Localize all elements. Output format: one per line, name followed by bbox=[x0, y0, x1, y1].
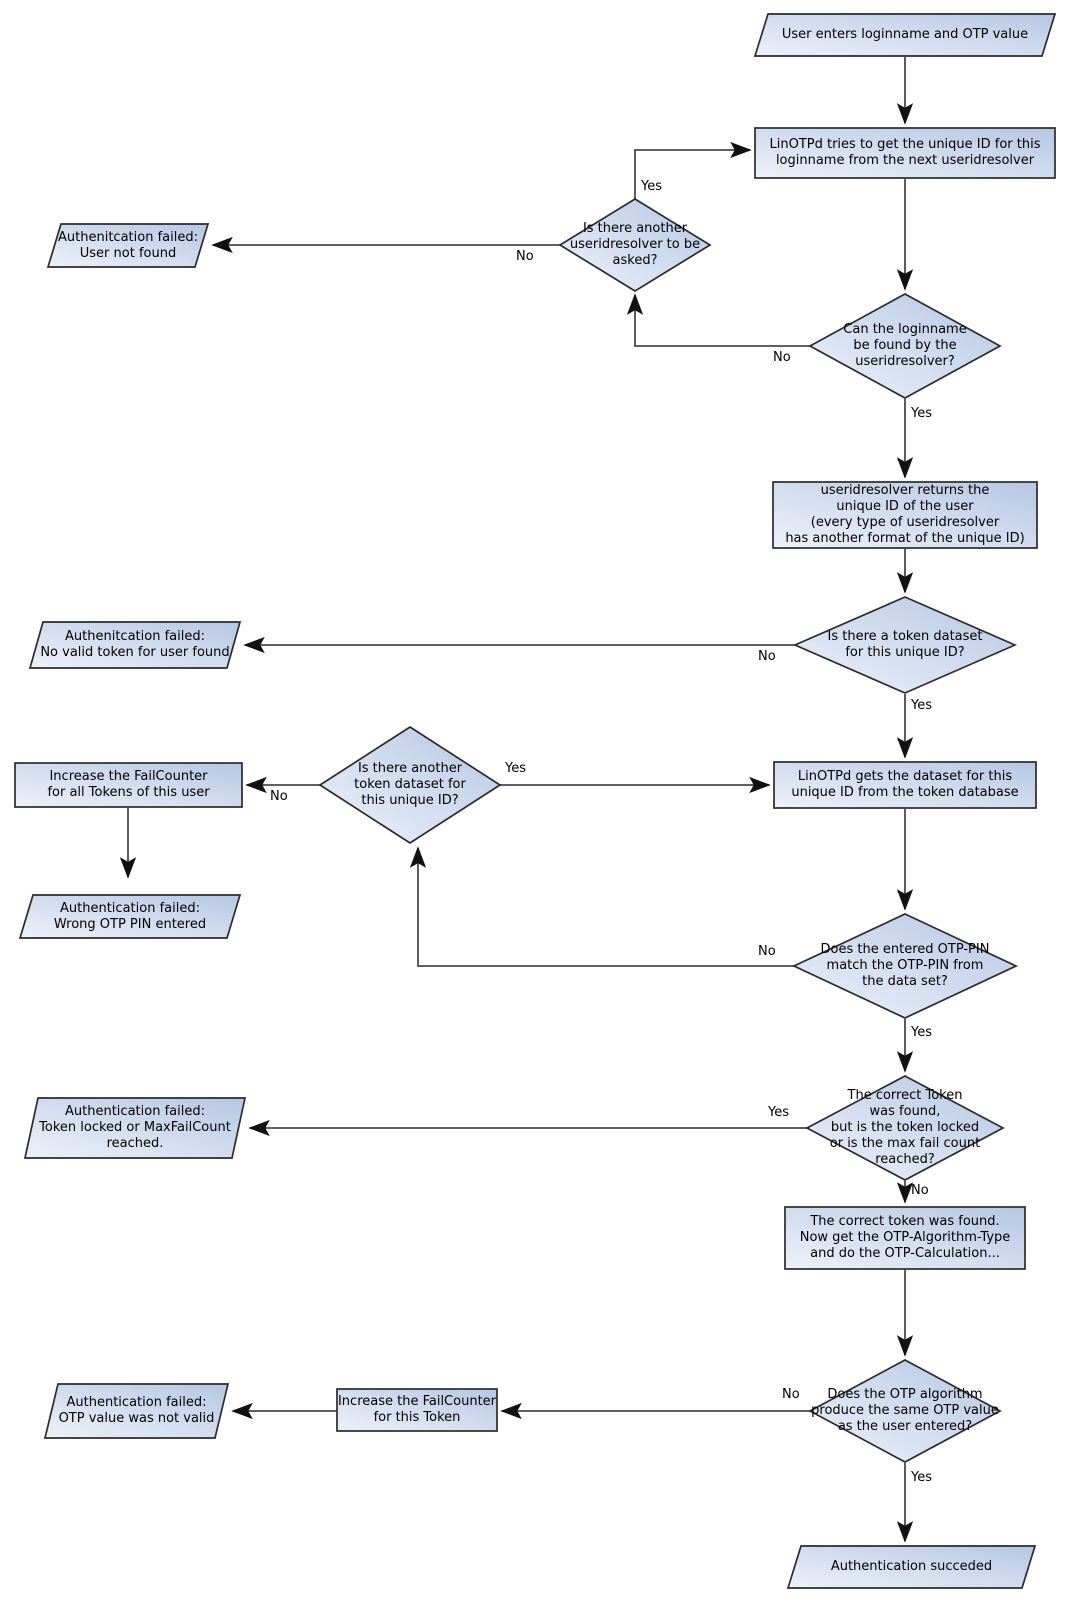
get-dataset-node bbox=[773, 761, 1037, 809]
try-get-id-node bbox=[754, 127, 1056, 179]
otp-match-decision bbox=[808, 1359, 1002, 1463]
resolver-returns-node bbox=[772, 481, 1038, 549]
fail-user-not-found-node bbox=[46, 223, 210, 268]
start-node bbox=[753, 13, 1057, 57]
success-node bbox=[786, 1545, 1037, 1589]
fail-wrong-pin-node bbox=[18, 894, 242, 939]
another-resolver-decision bbox=[558, 198, 712, 292]
edge-pin-no-loop bbox=[409, 846, 794, 967]
token-locked-decision bbox=[805, 1075, 1005, 1181]
pin-match-decision bbox=[791, 913, 1019, 1019]
increase-failcounter-all-node bbox=[14, 762, 243, 808]
fail-no-valid-token-node bbox=[28, 621, 242, 669]
token-dataset-decision bbox=[792, 596, 1018, 694]
fail-otp-invalid-node bbox=[43, 1383, 230, 1439]
loginname-found-decision bbox=[808, 293, 1002, 399]
increase-failcounter-token-node bbox=[336, 1388, 498, 1432]
edge-resolver-yes-loop bbox=[634, 141, 752, 199]
another-token-dataset-decision bbox=[318, 725, 502, 845]
edge-loginname-no-loop bbox=[626, 293, 810, 347]
fail-token-locked-node bbox=[23, 1097, 247, 1159]
correct-token-node bbox=[784, 1206, 1026, 1270]
